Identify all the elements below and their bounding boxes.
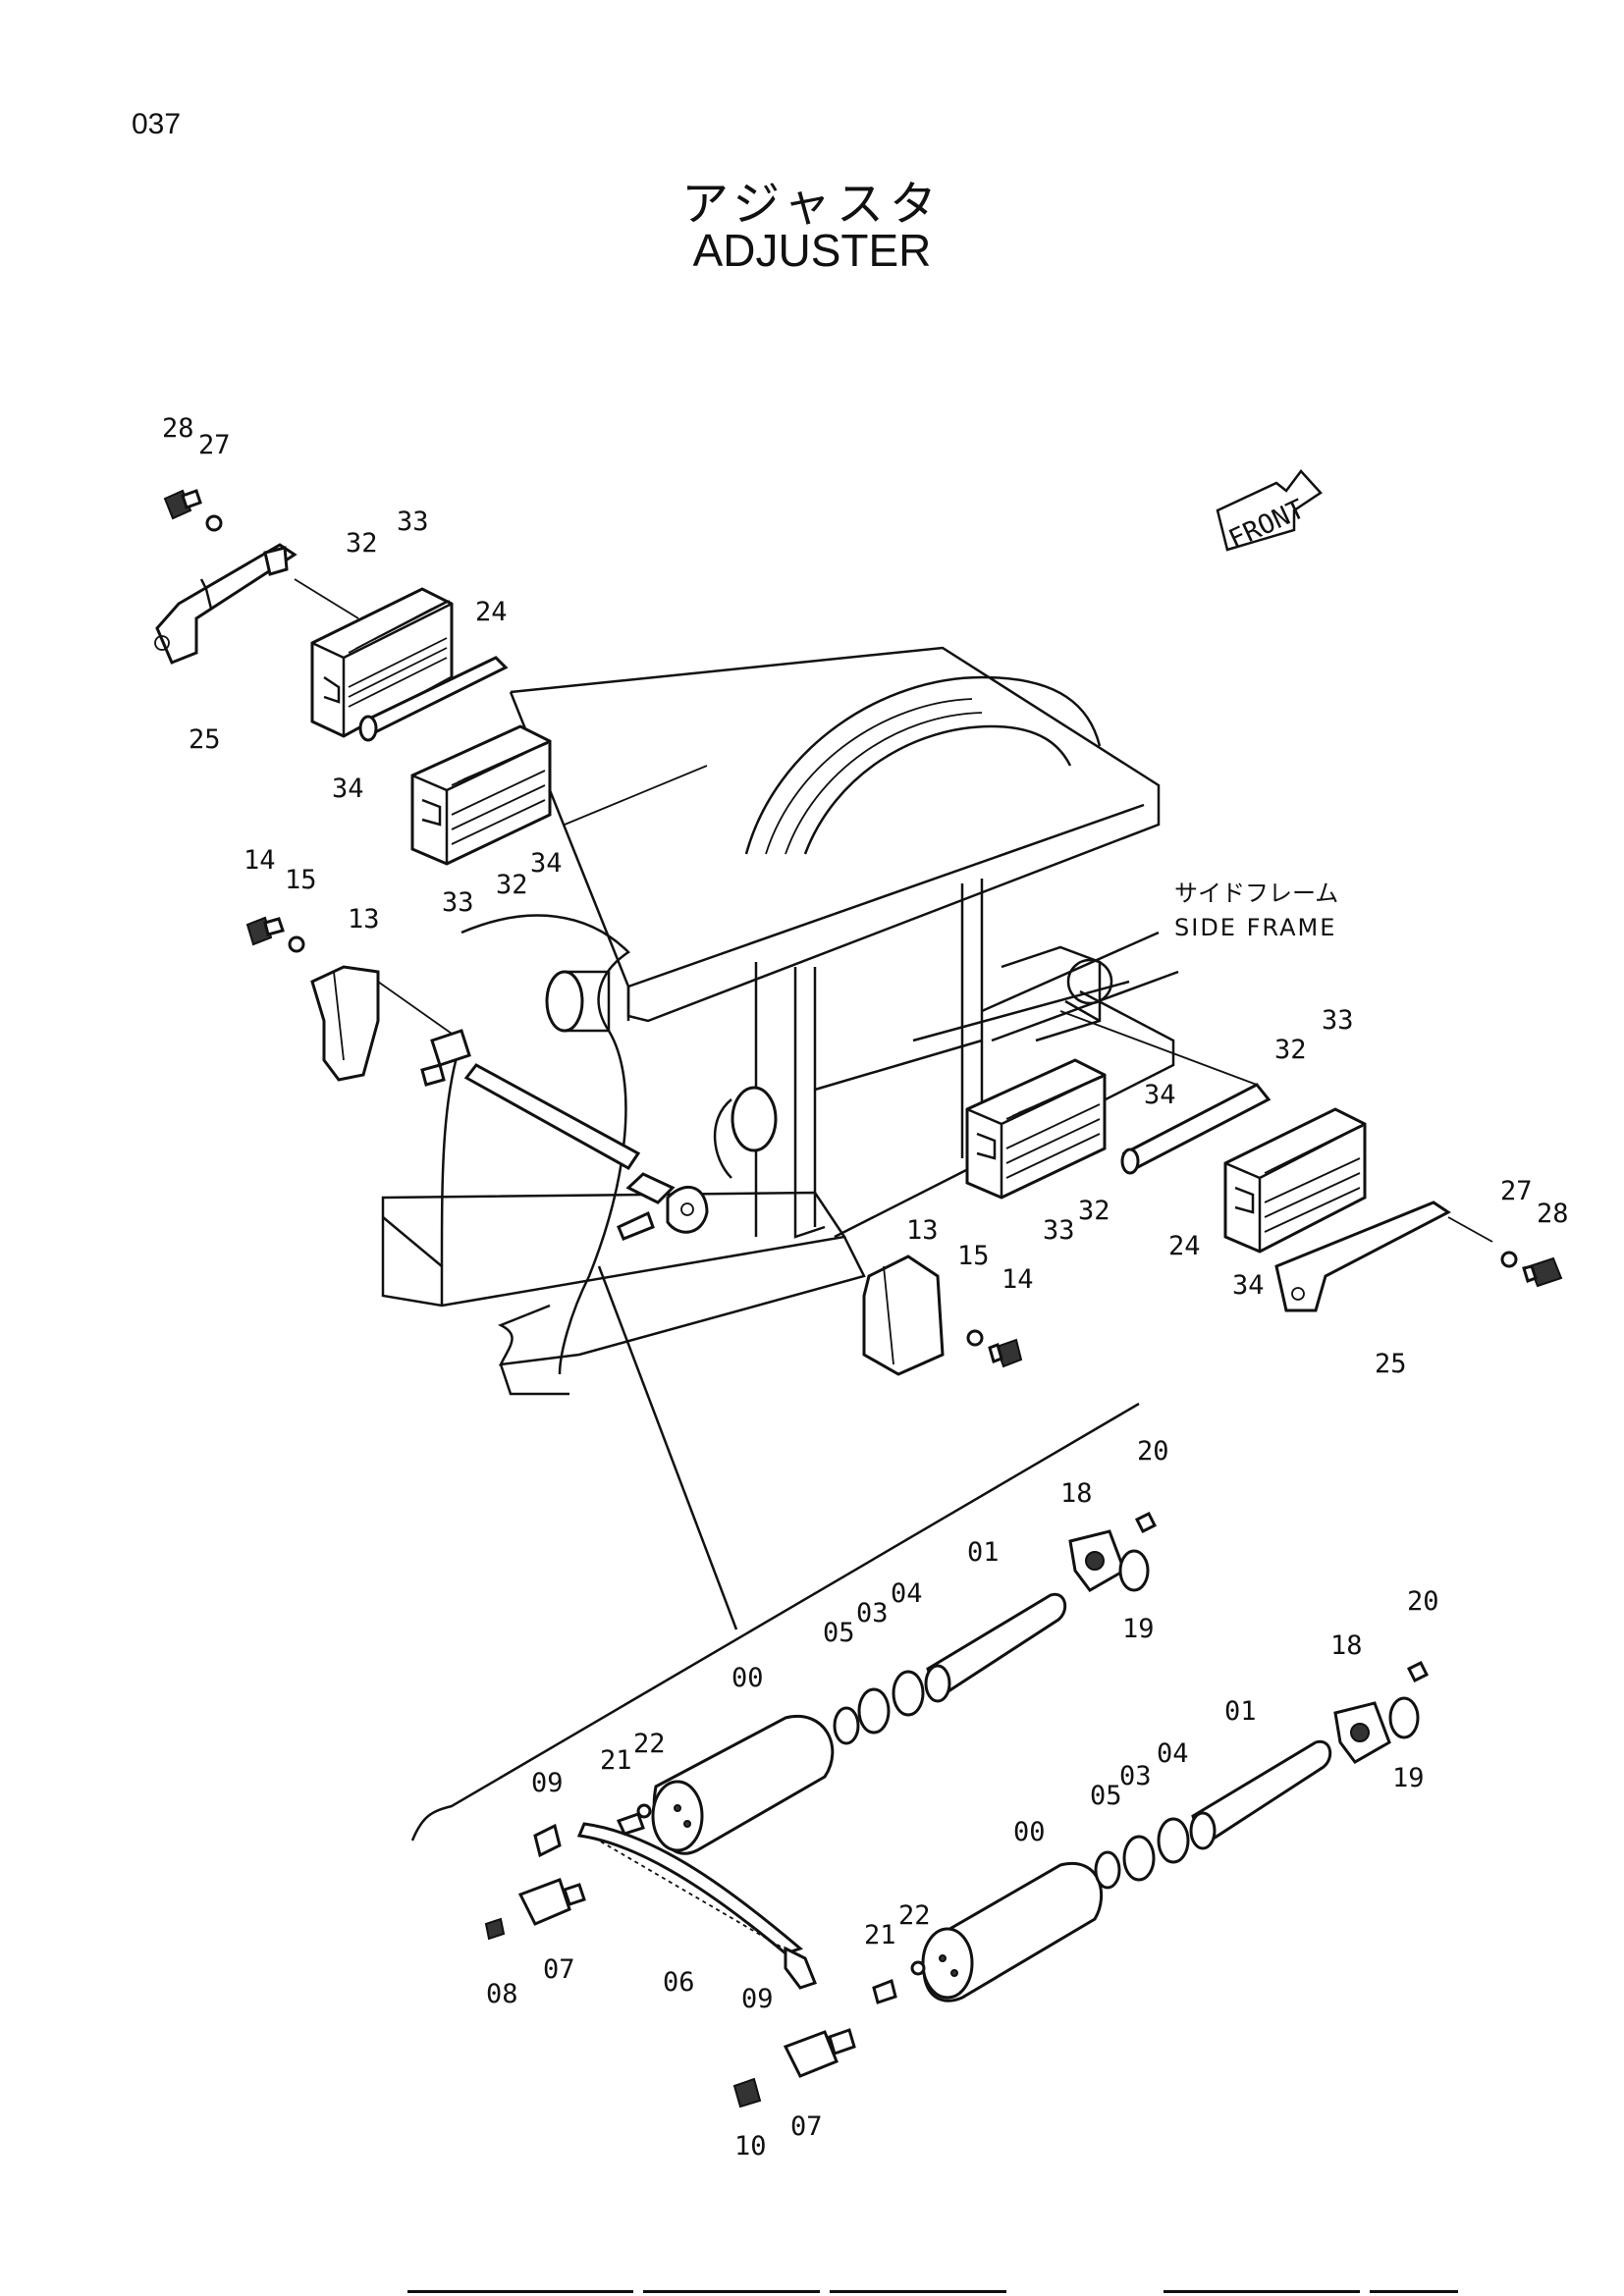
callout-22: 22 (633, 1729, 666, 1759)
page-number: 037 (132, 108, 182, 140)
callout-28: 28 (1537, 1199, 1569, 1229)
callout-20: 20 (1407, 1586, 1439, 1617)
callout-20: 20 (1137, 1436, 1169, 1467)
front-label: FRONT (1224, 494, 1310, 555)
callout-25: 25 (189, 724, 221, 755)
shim-pack-upper-left (310, 587, 509, 742)
callout-07: 07 (790, 2111, 823, 2142)
callout-03: 03 (1119, 1761, 1152, 1791)
callout-19: 19 (1122, 1614, 1155, 1644)
side-frame-label-japanese: サイドフレーム (1174, 880, 1338, 907)
callout-14: 14 (1001, 1264, 1034, 1295)
callout-27: 27 (1500, 1176, 1533, 1206)
footer-rule (830, 2290, 1006, 2293)
callout-24: 24 (475, 597, 508, 627)
callout-14: 14 (244, 845, 276, 876)
shim-pack-right-inner (965, 1058, 1107, 1200)
callout-13: 13 (906, 1215, 939, 1246)
callout-labels: 28 27 32 33 24 25 34 34 33 32 14 15 13 3… (162, 413, 1569, 2162)
left-bracket-assembly (245, 916, 462, 1082)
adjuster-cylinder-assembly-2 (732, 1660, 1430, 2109)
callout-34: 34 (332, 774, 364, 804)
callout-01: 01 (1224, 1696, 1257, 1727)
callout-22: 22 (898, 1900, 931, 1931)
callout-24: 24 (1168, 1231, 1201, 1261)
shim-pack-upper-left-second (410, 724, 708, 866)
grease-hose-assembly (484, 1803, 817, 1990)
upper-left-bracket-assembly (154, 489, 359, 665)
roller-rod-right (1059, 1010, 1272, 1175)
callout-00: 00 (731, 1663, 764, 1693)
callout-28: 28 (162, 413, 194, 444)
callout-08: 08 (486, 1979, 518, 2009)
footer-rule (407, 2290, 633, 2293)
callout-15: 15 (285, 865, 317, 895)
title-english: ADJUSTER (692, 225, 932, 276)
adjuster-cylinder-assembly-1 (651, 1511, 1158, 1855)
callout-34: 34 (1232, 1270, 1265, 1301)
callout-13: 13 (348, 904, 380, 934)
callout-33: 33 (397, 507, 429, 537)
callout-32: 32 (1078, 1196, 1110, 1226)
callout-18: 18 (1060, 1478, 1093, 1509)
callout-19: 19 (1392, 1763, 1425, 1793)
callout-09: 09 (531, 1768, 564, 1798)
callout-15: 15 (957, 1241, 990, 1271)
callout-07: 07 (543, 1954, 575, 1985)
detail-boundary (410, 1265, 1140, 1842)
callout-25: 25 (1375, 1349, 1407, 1379)
callout-00: 00 (1013, 1817, 1046, 1847)
callout-34: 34 (1144, 1080, 1176, 1110)
callout-21: 21 (600, 1745, 632, 1776)
callout-05: 05 (1090, 1781, 1122, 1811)
right-bracket-13-assembly (862, 1255, 1023, 1376)
callout-04: 04 (891, 1578, 923, 1609)
callout-33: 33 (1322, 1005, 1354, 1036)
callout-01: 01 (967, 1537, 1000, 1568)
frame-grease-fitting (420, 1029, 709, 1241)
callout-10: 10 (734, 2131, 767, 2162)
callout-33: 33 (442, 887, 474, 918)
callout-34: 34 (530, 848, 563, 879)
callout-32: 32 (496, 870, 528, 900)
callout-33: 33 (1043, 1215, 1075, 1246)
callout-27: 27 (198, 430, 231, 460)
callout-21: 21 (864, 1920, 896, 1950)
callout-03: 03 (856, 1598, 889, 1629)
callout-32: 32 (346, 528, 378, 559)
side-frame-label-english: SIDE FRAME (1174, 914, 1336, 941)
footer-rule (643, 2290, 820, 2293)
callout-04: 04 (1157, 1738, 1189, 1769)
callout-09: 09 (741, 1984, 774, 2014)
callout-05: 05 (823, 1618, 855, 1648)
footer-rule (1370, 2290, 1458, 2293)
callout-18: 18 (1330, 1630, 1363, 1661)
title-japanese: アジャスタ (681, 177, 943, 232)
right-bracket-25 (1274, 1201, 1563, 1312)
callout-32: 32 (1274, 1035, 1307, 1065)
shim-pack-right-outer (1223, 1107, 1367, 1254)
callout-06: 06 (663, 1967, 695, 1998)
footer-rule (1164, 2290, 1360, 2293)
front-arrow-icon: FRONT (1216, 469, 1323, 556)
